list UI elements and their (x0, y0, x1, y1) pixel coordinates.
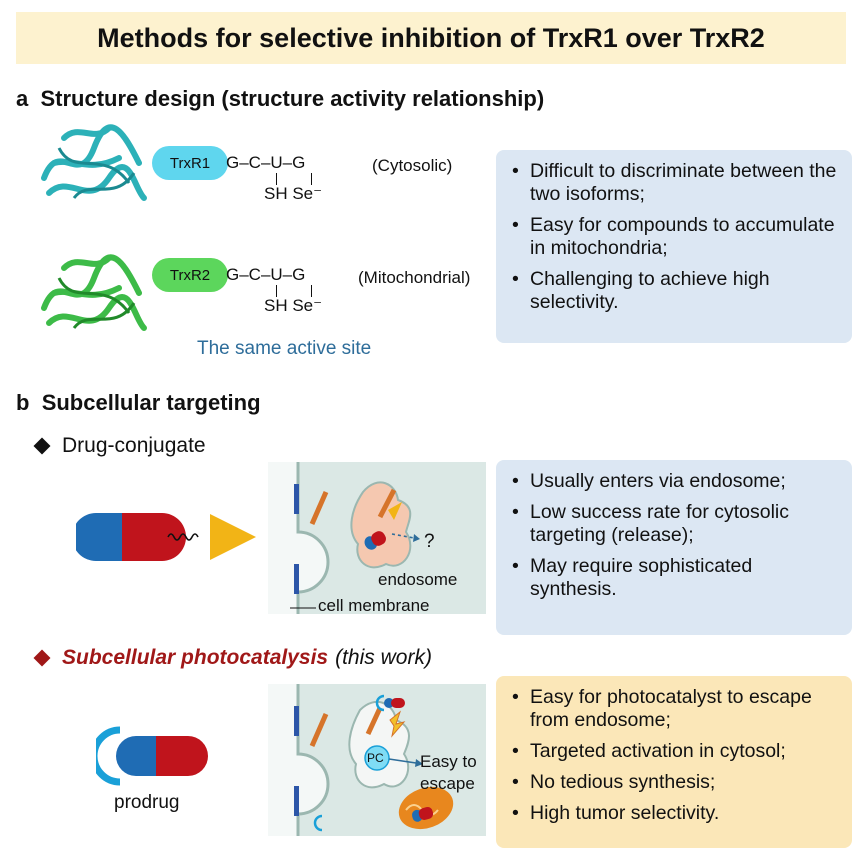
section-b-letter: b (16, 390, 30, 415)
box-a-item: Difficult to discriminate between the tw… (508, 160, 838, 206)
box-b2-item: Targeted activation in cytosol; (508, 740, 838, 763)
box-b1-item: Usually enters via endosome; (508, 470, 838, 493)
trxr1-bond-u (311, 173, 312, 185)
box-drug-conjugate-drawbacks: Usually enters via endosome; Low success… (496, 460, 852, 635)
box-a-item: Easy for compounds to accumulate in mito… (508, 214, 838, 260)
box-b1-item: May require sophisticated synthesis. (508, 555, 838, 601)
trxr2-sequence: G–C–U–G (226, 265, 305, 285)
box-a-list: Difficult to discriminate between the tw… (508, 160, 838, 314)
trxr1-label-pill: TrxR1 (152, 146, 228, 180)
diamond-bullet-icon (33, 437, 51, 455)
page-title: Methods for selective inhibition of TrxR… (97, 22, 765, 53)
trxr1-seq-text: G–C–U–G (226, 153, 306, 172)
trxr2-label-pill: TrxR2 (152, 258, 228, 292)
section-b-heading: b Subcellular targeting (16, 390, 261, 416)
prodrug-label: prodrug (114, 792, 180, 813)
photocatalysis-title: Subcellular photocatalysis (62, 646, 329, 669)
drug-conjugate-label: Drug-conjugate (62, 434, 206, 457)
trxr2-name: TrxR2 (169, 266, 211, 284)
trxr1-thiols: SH Se⁻ (264, 184, 323, 203)
easy-to-label: Easy to (420, 752, 477, 771)
trxr1-bond-c (276, 173, 277, 185)
drug-conjugate-illustration (76, 513, 256, 561)
box-b2-item: High tumor selectivity. (508, 802, 838, 825)
section-b-title: Subcellular targeting (41, 390, 261, 415)
section-a-title: Structure design (structure activity rel… (40, 86, 545, 111)
trxr2-bond-u (311, 285, 312, 297)
box-b2-item: No tedious synthesis; (508, 771, 838, 794)
box-a-item: Challenging to achieve high selectivity. (508, 268, 838, 314)
box-structure-design-drawbacks: Difficult to discriminate between the tw… (496, 150, 852, 343)
photocatalyst-label: PC (367, 751, 384, 765)
section-a-letter: a (16, 86, 29, 111)
box-b1-item: Low success rate for cytosolic targeting… (508, 501, 838, 547)
trxr1-protein-structure (41, 124, 147, 201)
photocatalysis-escape-diagram (268, 684, 454, 836)
cell-membrane-endosome-diagram (268, 462, 420, 614)
box-photocatalysis-advantages: Easy for photocatalyst to escape from en… (496, 676, 852, 848)
trxr2-location: (Mitochondrial) (358, 268, 471, 287)
cell-membrane-label: cell membrane (318, 596, 430, 615)
trxr1-name: TrxR1 (169, 154, 211, 172)
trxr1-sequence: G–C–U–G (226, 153, 305, 173)
trxr2-bond-c (276, 285, 277, 297)
trxr2-seq-text: G–C–U–G (226, 265, 306, 284)
drug-conjugate-heading: Drug-conjugate (33, 434, 206, 458)
box-b2-item: Easy for photocatalyst to escape from en… (508, 686, 838, 732)
this-work-note: (this work) (335, 646, 432, 669)
trxr2-protein-structure (41, 254, 147, 331)
escape-label: escape (420, 774, 475, 793)
trxr2-thiols: SH Se⁻ (264, 296, 323, 315)
box-b2-list: Easy for photocatalyst to escape from en… (508, 686, 838, 825)
unknown-release-question: ? (424, 531, 435, 552)
photocatalysis-heading: Subcellular photocatalysis (this work) (33, 646, 432, 670)
endosome-label: endosome (378, 570, 458, 589)
same-active-site-caption: The same active site (197, 338, 372, 359)
section-a-heading: a Structure design (structure activity r… (16, 86, 544, 112)
title-banner: Methods for selective inhibition of TrxR… (16, 12, 846, 64)
diamond-bullet-red-icon (33, 649, 51, 667)
trxr1-location: (Cytosolic) (372, 156, 453, 175)
prodrug-illustration (96, 726, 208, 786)
box-b1-list: Usually enters via endosome; Low success… (508, 470, 838, 601)
